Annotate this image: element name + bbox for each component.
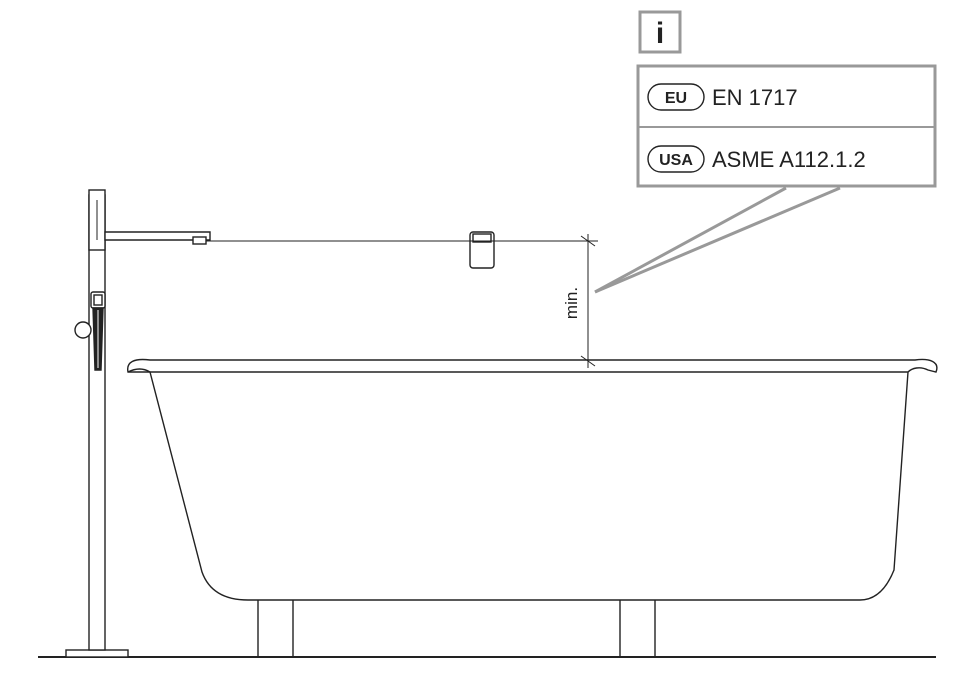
bathtub-rim [127,358,938,373]
mixer-column [88,194,106,651]
dimension-label: min. [562,287,581,319]
usa-standard-text: ASME A112.1.2 [712,147,866,172]
mixer-handle [74,321,92,339]
overflow-fitting [469,231,495,269]
standard-row-usa: USA ASME A112.1.2 [647,145,866,173]
bathtub-body [149,371,909,601]
usa-badge-label: USA [659,152,693,169]
bathtub-legs [257,600,656,657]
eu-badge-label: EU [665,90,687,107]
mixer-floor-plate [65,649,129,658]
dimension-min [206,234,598,368]
usa-badge [647,145,705,173]
eu-standard-text: EN 1717 [712,85,798,110]
info-icon: i [656,17,664,50]
hand-shower [90,291,106,371]
info-icon-box [638,10,682,54]
mixer-spout [104,231,211,241]
freestanding-mixer [65,189,211,658]
standard-row-eu: EU EN 1717 [647,83,798,111]
bathtub [127,358,938,657]
leader-lines [594,186,841,294]
eu-badge [647,83,705,111]
